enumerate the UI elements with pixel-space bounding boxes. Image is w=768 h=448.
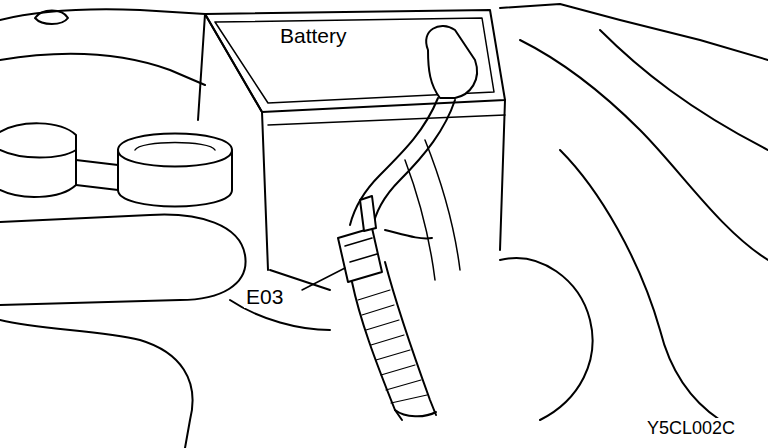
body-panel bbox=[500, 258, 593, 420]
body-panel bbox=[600, 30, 768, 150]
body-panel bbox=[520, 40, 768, 260]
figure-code: Y5CL002C bbox=[645, 418, 737, 438]
corrugation bbox=[358, 290, 427, 403]
panel-edge bbox=[0, 54, 205, 85]
part-label: Battery bbox=[278, 24, 349, 47]
harness-tube bbox=[395, 410, 436, 416]
clamp bbox=[385, 230, 432, 238]
label-holder: E03 bbox=[244, 285, 285, 308]
terminal-boot bbox=[426, 26, 477, 98]
panel-edge bbox=[0, 9, 205, 20]
label-holder: Battery bbox=[278, 24, 349, 47]
reservoir-cap bbox=[118, 134, 232, 207]
battery-lid bbox=[215, 18, 494, 103]
harness-tube bbox=[352, 282, 402, 420]
reservoir-cap bbox=[0, 150, 76, 158]
reservoir-cap bbox=[0, 123, 76, 197]
reservoir-cap bbox=[118, 150, 232, 167]
cable bbox=[372, 100, 455, 230]
connector bbox=[345, 238, 377, 262]
battery-side bbox=[198, 14, 262, 120]
small-cap bbox=[35, 11, 68, 25]
body-panel bbox=[560, 150, 720, 420]
leader-line bbox=[302, 268, 345, 290]
harness-wire bbox=[405, 140, 460, 280]
hose bbox=[0, 320, 193, 448]
reservoir-cap bbox=[135, 143, 215, 151]
part-label: E03 bbox=[244, 285, 285, 308]
label-holder: Y5CL002C bbox=[645, 419, 737, 439]
battery-side bbox=[262, 100, 505, 270]
battery-band bbox=[268, 115, 505, 125]
connector bbox=[338, 228, 382, 282]
battery-top bbox=[205, 10, 505, 112]
hose bbox=[0, 215, 246, 305]
connector-latch bbox=[360, 196, 376, 231]
reservoir-neck bbox=[76, 160, 118, 190]
